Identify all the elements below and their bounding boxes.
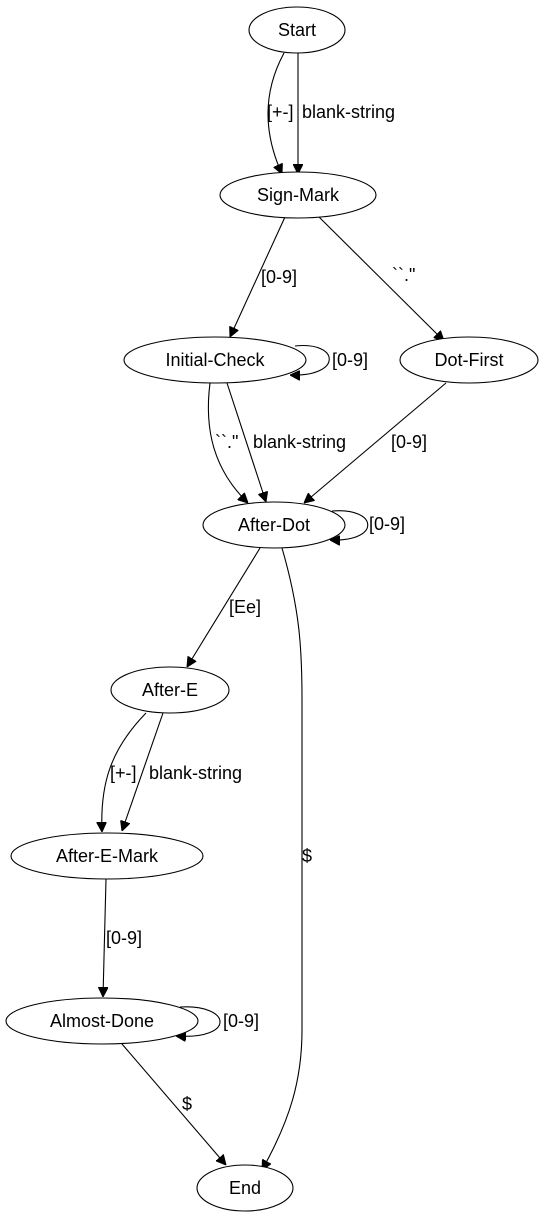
edge-label-after-dot-end: $	[302, 846, 312, 866]
edge-labels: [+-] blank-string [0-9] ``." [0-9] ``." …	[106, 102, 427, 1114]
node-after-dot-shape	[202, 501, 346, 549]
edge-label-after-dot-after-e: [Ee]	[229, 597, 261, 617]
edge-start-to-sign-mark-plus-minus	[267, 52, 285, 174]
edge-sign-mark-to-dot-first	[317, 215, 444, 341]
edge-label-start-sign-mark-plus-minus: [+-]	[267, 102, 294, 122]
edge-label-sign-mark-initial-check: [0-9]	[261, 267, 297, 287]
node-end: End	[196, 1164, 294, 1212]
edge-almost-done-to-end	[121, 1043, 226, 1165]
edge-label-after-dot-self: [0-9]	[369, 514, 405, 534]
node-dot-first-label: Dot-First	[435, 350, 504, 370]
node-after-e-label: After-E	[142, 680, 198, 700]
edge-label-initial-check-after-dot-dot: ``."	[215, 432, 238, 452]
edge-after-e-to-after-e-mark-blank	[122, 712, 164, 831]
edge-label-after-e-mark-almost-done: [0-9]	[106, 928, 142, 948]
edge-almost-done-self-loop	[176, 1006, 221, 1036]
node-start-label: Start	[278, 20, 316, 40]
edge-initial-check-self-loop	[290, 345, 330, 376]
edge-label-after-e-after-e-mark-plus-minus: [+-]	[110, 763, 137, 783]
node-after-e-shape	[110, 666, 230, 714]
node-almost-done: Almost-Done	[5, 997, 199, 1045]
node-after-dot-label: After-Dot	[238, 515, 310, 535]
edge-label-sign-mark-dot-first: ``."	[392, 265, 415, 285]
edge-after-e-mark-to-almost-done	[103, 878, 106, 997]
node-end-label: End	[229, 1178, 261, 1198]
node-after-e-mark: After-E-Mark	[10, 832, 204, 880]
node-after-e-mark-shape	[10, 832, 204, 880]
node-initial-check-label: Initial-Check	[165, 350, 265, 370]
node-dot-first: Dot-First	[399, 336, 539, 384]
node-end-shape	[196, 1164, 294, 1212]
node-start-shape	[248, 6, 346, 54]
edge-dot-first-to-after-dot	[304, 382, 447, 503]
node-sign-mark-shape	[219, 171, 377, 219]
edge-initial-check-to-after-dot-dot	[207, 382, 248, 503]
node-sign-mark-label: Sign-Mark	[257, 185, 340, 205]
node-almost-done-shape	[5, 997, 199, 1045]
edge-label-initial-check-after-dot-blank: blank-string	[253, 432, 346, 452]
edge-after-dot-self-loop	[330, 510, 369, 540]
node-after-e-mark-label: After-E-Mark	[56, 846, 159, 866]
edge-label-initial-check-self: [0-9]	[332, 350, 368, 370]
edge-initial-check-to-after-dot-blank	[226, 382, 266, 502]
node-initial-check: Initial-Check	[123, 336, 307, 384]
edge-after-dot-to-end	[262, 547, 303, 1170]
edge-label-start-sign-mark-blank: blank-string	[302, 102, 395, 122]
edge-after-e-to-after-e-mark-plus-minus	[102, 712, 147, 832]
edges	[102, 52, 447, 1170]
edge-after-dot-to-after-e	[187, 547, 261, 667]
edge-label-almost-done-self: [0-9]	[223, 1011, 259, 1031]
node-almost-done-label: Almost-Done	[50, 1011, 154, 1031]
edge-label-dot-first-after-dot: [0-9]	[391, 432, 427, 452]
edge-label-after-e-after-e-mark-blank: blank-string	[149, 763, 242, 783]
nodes: Start Sign-Mark Initial-Check Dot-First …	[5, 6, 539, 1212]
node-start: Start	[248, 6, 346, 54]
node-sign-mark: Sign-Mark	[219, 171, 377, 219]
node-initial-check-shape	[123, 336, 307, 384]
node-after-dot: After-Dot	[202, 501, 346, 549]
node-dot-first-shape	[399, 336, 539, 384]
node-after-e: After-E	[110, 666, 230, 714]
edge-sign-mark-to-initial-check	[230, 216, 286, 337]
edge-label-almost-done-end: $	[182, 1094, 192, 1114]
